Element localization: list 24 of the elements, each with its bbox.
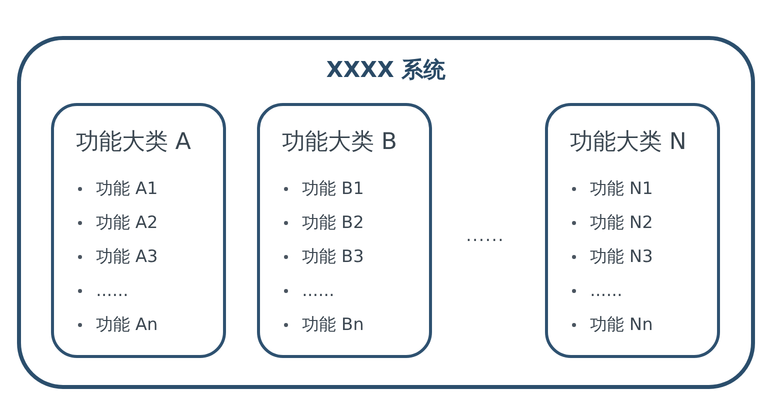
feature-item: 功能 B1 xyxy=(302,178,364,200)
ellipsis-label: ...... xyxy=(466,225,504,247)
category-heading: 功能大类 A xyxy=(76,128,192,156)
feature-item: 功能 A2 xyxy=(96,212,158,234)
feature-item: ...... xyxy=(590,280,622,302)
feature-item: 功能 A3 xyxy=(96,246,158,268)
feature-item: 功能 N3 xyxy=(590,246,653,268)
feature-item: ...... xyxy=(302,280,334,302)
feature-item: 功能 A1 xyxy=(96,178,158,200)
feature-item: 功能 B2 xyxy=(302,212,364,234)
feature-item: 功能 Nn xyxy=(590,314,653,336)
category-card xyxy=(51,103,226,358)
feature-item: ...... xyxy=(96,280,128,302)
category-heading: 功能大类 B xyxy=(282,128,398,156)
category-card xyxy=(257,103,432,358)
system-container xyxy=(17,36,755,389)
category-heading: 功能大类 N xyxy=(570,128,687,156)
feature-item: 功能 Bn xyxy=(302,314,364,336)
feature-item: 功能 An xyxy=(96,314,158,336)
category-card xyxy=(545,103,720,358)
feature-item: 功能 N2 xyxy=(590,212,653,234)
feature-item: 功能 N1 xyxy=(590,178,653,200)
feature-item: 功能 B3 xyxy=(302,246,364,268)
system-title: XXXX 系统 xyxy=(326,57,446,85)
